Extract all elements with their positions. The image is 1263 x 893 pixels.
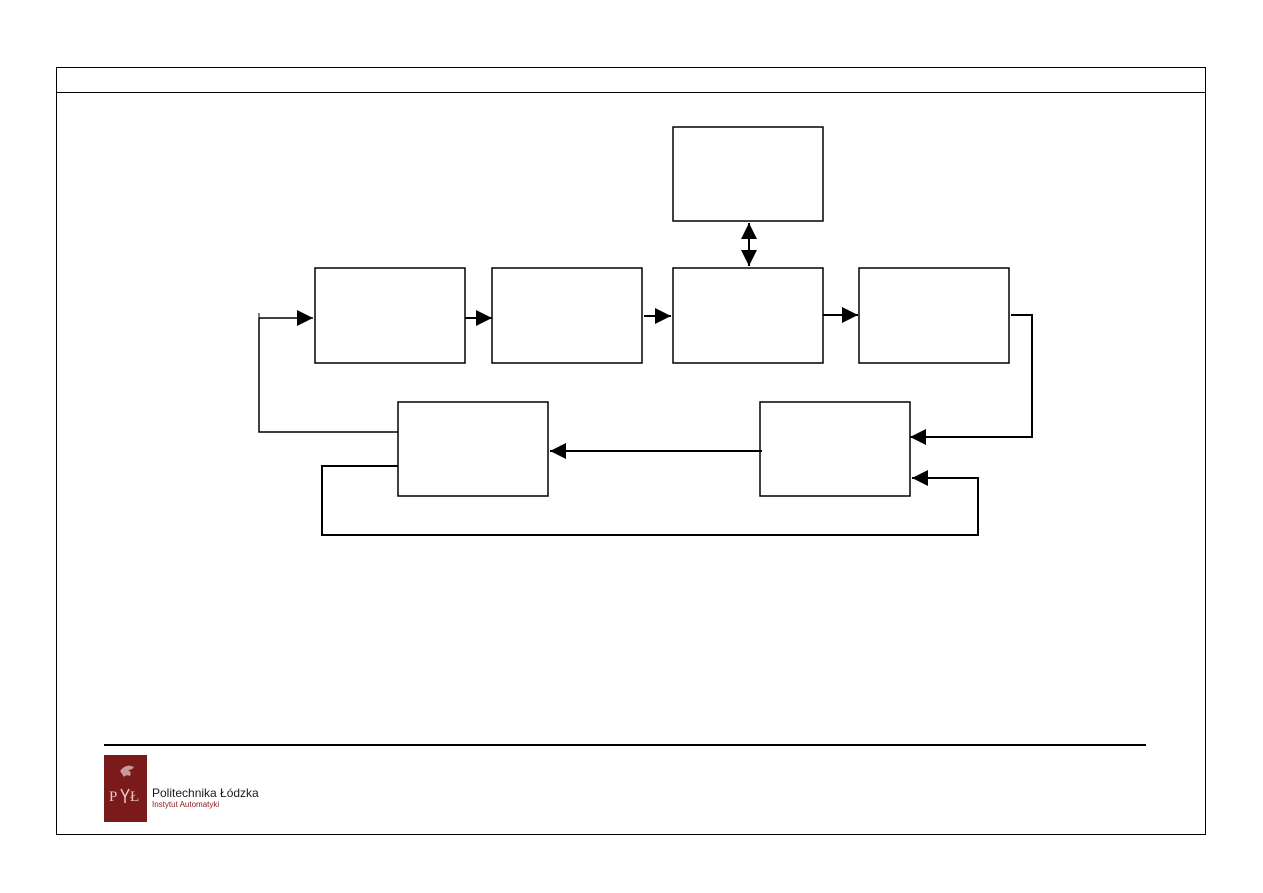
logo-emblem — [120, 765, 134, 777]
arrow-block-4-to-block-6 — [910, 314, 1033, 445]
block-4 — [858, 267, 1010, 364]
institution-name: Politechnika Łódzka — [152, 786, 259, 800]
department-name: Instytut Automatyki — [152, 800, 220, 809]
logo-figure — [120, 788, 130, 803]
university-logo: P Ł — [104, 755, 147, 822]
arrow-block-5-to-block-6-loop — [321, 465, 979, 536]
block-5 — [397, 401, 549, 497]
logo-letter-p: P — [109, 789, 117, 805]
feedback-block-5-to-input — [258, 318, 398, 433]
footer-divider — [104, 744, 1146, 746]
block-3 — [672, 267, 824, 364]
brand-block: Politechnika Łódzka Instytut Automatyki — [152, 786, 259, 810]
slide-frame — [56, 67, 1206, 835]
block-2 — [491, 267, 643, 364]
header-divider — [56, 92, 1206, 93]
block-1 — [314, 267, 466, 364]
logo-letter-l: Ł — [130, 789, 139, 805]
block-top — [672, 126, 824, 222]
block-6 — [759, 401, 911, 497]
